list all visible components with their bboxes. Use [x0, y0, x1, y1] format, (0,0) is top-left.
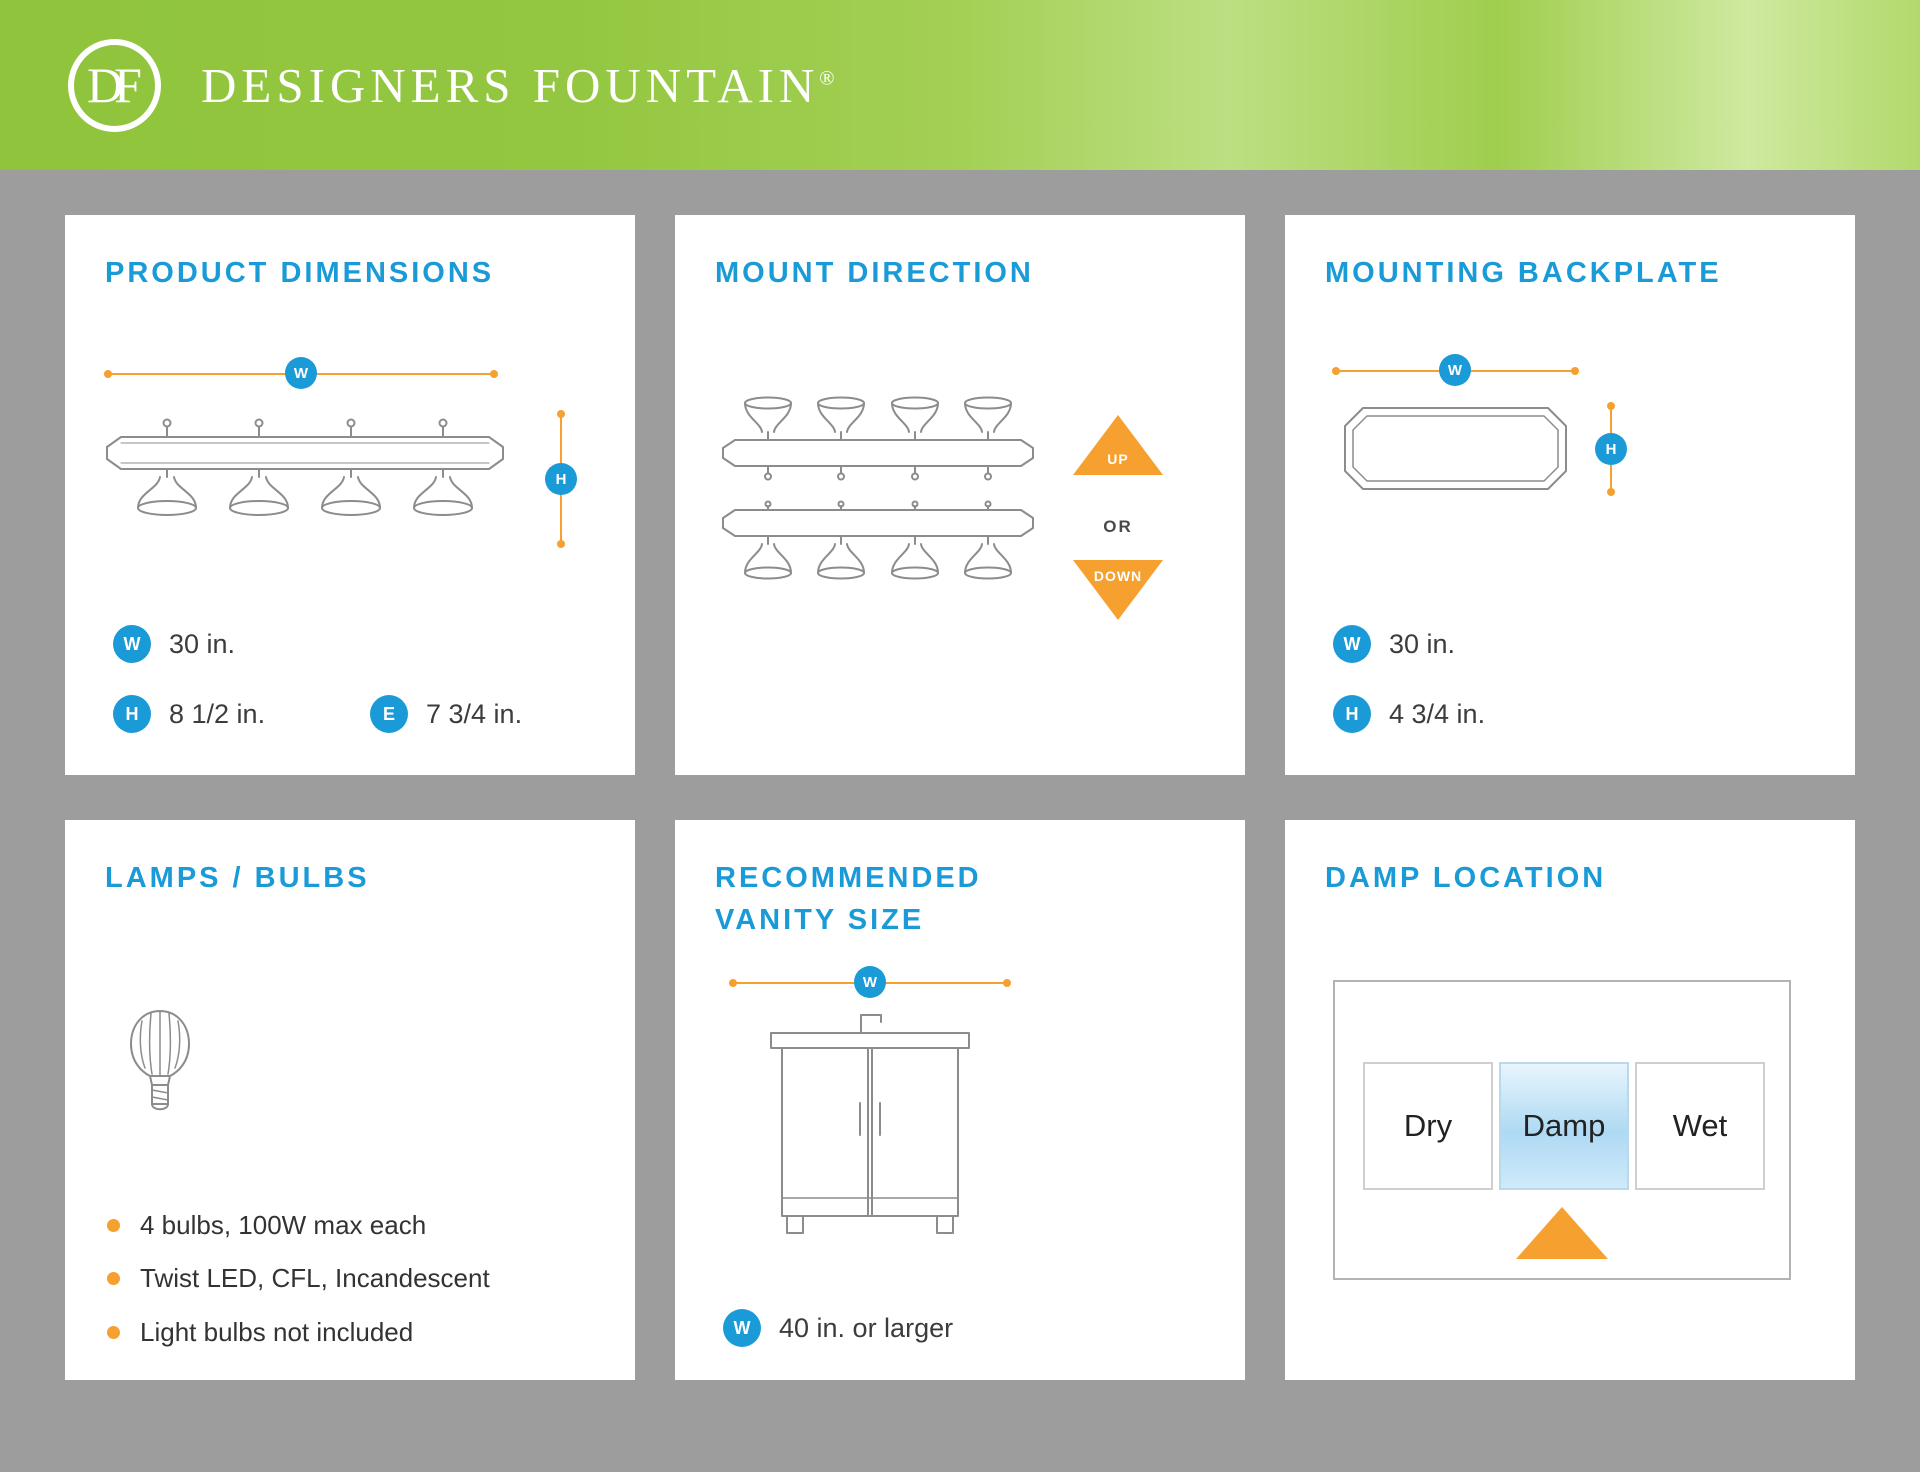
width-badge: W	[285, 357, 317, 389]
vanity-cabinet-drawing	[770, 1014, 970, 1234]
bullet-text: 4 bulbs, 100W max each	[140, 1210, 427, 1240]
width-badge: W	[1439, 354, 1471, 386]
rating-label: Wet	[1672, 1108, 1728, 1143]
card-damp-location: DAMP LOCATION Dry Damp Wet	[1285, 820, 1855, 1380]
card-product-dimensions: PRODUCT DIMENSIONS W H W 30 in. H	[65, 215, 635, 775]
width-value: 30 in.	[169, 628, 236, 659]
logo-monogram: DF	[87, 57, 142, 113]
height-label-circle: H	[113, 695, 151, 733]
card-vanity-size: RECOMMENDED VANITY SIZE W W 40 in. or la…	[675, 820, 1245, 1380]
spec-width: W 30 in.	[1333, 625, 1455, 663]
card-title: MOUNT DIRECTION	[715, 257, 1034, 289]
height-value: 8 1/2 in.	[169, 698, 266, 729]
led-bulb-icon	[130, 1010, 190, 1111]
bullet-text: Light bulbs not included	[140, 1317, 414, 1347]
bullet-item: Light bulbs not included	[107, 1317, 413, 1348]
height-badge: H	[545, 463, 577, 495]
down-label: DOWN	[1093, 568, 1143, 584]
spec-width: W 40 in. or larger	[723, 1309, 953, 1347]
brand-text: DESIGNERS FOUNTAIN	[201, 57, 820, 113]
bullet-text: Twist LED, CFL, Incandescent	[140, 1263, 490, 1293]
extension-label-circle: E	[370, 695, 408, 733]
bullet-item: Twist LED, CFL, Incandescent	[107, 1263, 490, 1294]
width-label-circle: W	[1333, 625, 1371, 663]
up-direction-indicator: UP	[1073, 415, 1163, 475]
height-badge: H	[1595, 433, 1627, 465]
height-label-circle: H	[1333, 695, 1371, 733]
card-mounting-backplate: MOUNTING BACKPLATE W H W 30 in. H 4 3/4 …	[1285, 215, 1855, 775]
width-label-circle: W	[113, 625, 151, 663]
fixture-down-drawing	[722, 500, 1034, 580]
card-title: PRODUCT DIMENSIONS	[105, 257, 495, 289]
backplate-drawing	[1344, 407, 1567, 490]
brand-name: DESIGNERS FOUNTAIN®	[201, 57, 834, 114]
height-value: 4 3/4 in.	[1389, 698, 1486, 729]
card-lamps-bulbs: LAMPS / BULBS 4 bulbs, 100W max each Twi…	[65, 820, 635, 1380]
width-value: 30 in.	[1389, 628, 1456, 659]
spec-height: H 4 3/4 in.	[1333, 695, 1485, 733]
df-logo-icon: DF	[68, 38, 161, 132]
up-triangle-icon	[1073, 415, 1163, 475]
rating-label: Damp	[1522, 1108, 1606, 1143]
card-title-line1: RECOMMENDED	[715, 862, 982, 894]
bullet-dot-icon	[107, 1219, 120, 1232]
bullet-dot-icon	[107, 1272, 120, 1285]
rating-box-wet: Wet	[1635, 1062, 1765, 1190]
down-triangle-icon	[1073, 560, 1163, 620]
bullet-dot-icon	[107, 1326, 120, 1339]
selected-rating-pointer-icon	[1516, 1207, 1608, 1259]
spec-width: W 30 in.	[113, 625, 235, 663]
rating-box-dry: Dry	[1363, 1062, 1493, 1190]
bullet-item: 4 bulbs, 100W max each	[107, 1210, 426, 1241]
width-badge: W	[854, 966, 886, 998]
card-mount-direction: MOUNT DIRECTION	[675, 215, 1245, 775]
or-label: OR	[1103, 517, 1133, 536]
down-direction-indicator: DOWN	[1073, 560, 1163, 620]
spec-extension: E 7 3/4 in.	[370, 695, 522, 733]
spec-height: H 8 1/2 in.	[113, 695, 265, 733]
fixture-up-drawing	[722, 396, 1034, 481]
vanity-fixture-drawing	[106, 418, 504, 516]
width-value: 40 in. or larger	[779, 1312, 954, 1343]
location-rating-diagram: Dry Damp Wet	[1333, 980, 1791, 1280]
rating-label: Dry	[1403, 1108, 1453, 1143]
rating-box-damp-selected: Damp	[1499, 1062, 1629, 1190]
up-label: UP	[1107, 451, 1129, 467]
card-title: DAMP LOCATION	[1325, 862, 1607, 894]
brand-header: DF DESIGNERS FOUNTAIN®	[0, 0, 1920, 170]
extension-value: 7 3/4 in.	[426, 698, 523, 729]
card-title: LAMPS / BULBS	[105, 862, 370, 894]
registered-trademark: ®	[819, 67, 835, 90]
card-title: MOUNTING BACKPLATE	[1325, 257, 1722, 289]
width-label-circle: W	[723, 1309, 761, 1347]
card-title-line2: VANITY SIZE	[715, 904, 925, 936]
